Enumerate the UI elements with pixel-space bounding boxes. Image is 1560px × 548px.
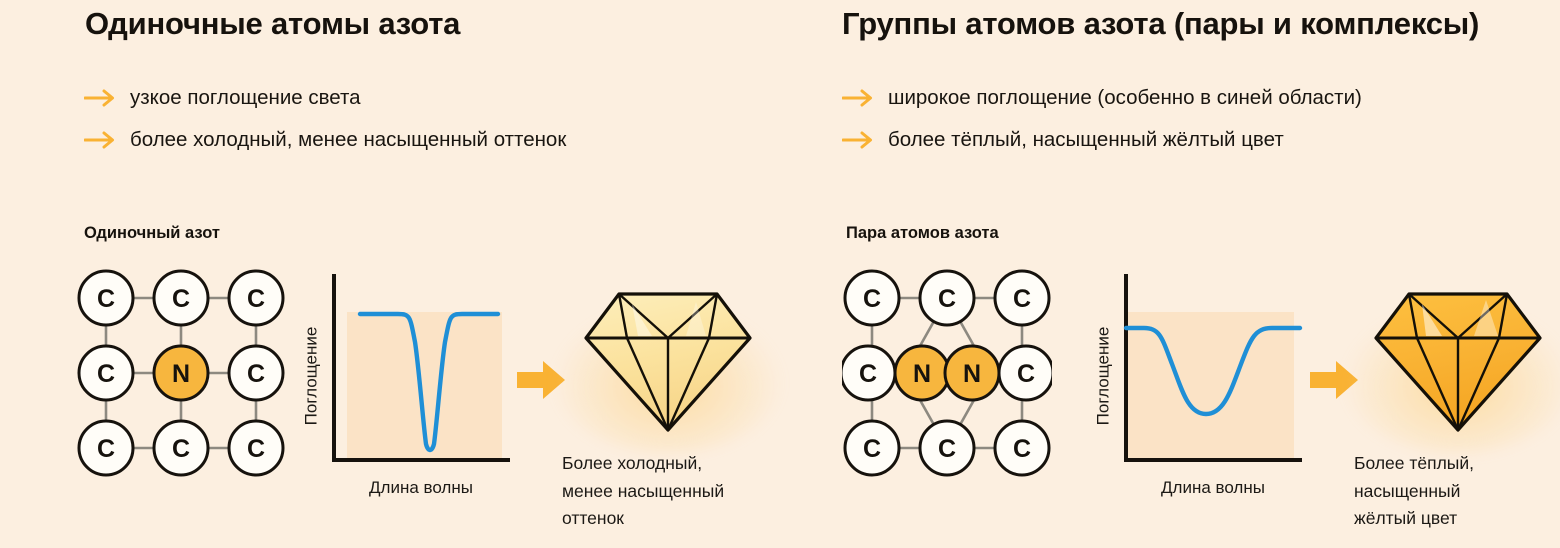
arrow-right-icon (842, 131, 872, 149)
chart-y-axis-label: Поглощение (1093, 326, 1112, 426)
list-item-label: более холодный, менее насыщенный оттенок (130, 127, 567, 151)
lattice-atom-carbon: C (993, 419, 1051, 477)
absorption-curve (1123, 325, 1303, 417)
lattice-atom-carbon: C (77, 344, 135, 402)
caption-line: менее насыщенный (562, 480, 725, 501)
diamond-icon (584, 292, 752, 432)
lattice-atom-carbon: C (77, 269, 135, 327)
svg-text:C: C (938, 435, 956, 463)
list-item: более тёплый, насыщенный жёлтый цвет (842, 122, 1362, 158)
svg-text:C: C (863, 285, 881, 313)
caption-line: Более тёплый, (1354, 453, 1475, 473)
caption-line: насыщенный (1354, 480, 1461, 501)
svg-text:N: N (172, 360, 190, 388)
svg-text:C: C (97, 285, 115, 313)
diamond-caption: Более холодный, менее насыщенный оттенок (562, 450, 724, 533)
lattice-atom-nitrogen: N (152, 344, 210, 402)
lattice-atom-carbon: C (843, 419, 901, 477)
list-item: узкое поглощение света (84, 80, 566, 116)
crystal-lattice-nitrogen-pair: C C C C N (839, 268, 1055, 478)
absorption-chart-narrow: Поглощение Длина волны (300, 272, 515, 522)
lattice-atom-carbon: C (839, 344, 897, 402)
svg-text:C: C (97, 435, 115, 463)
bullet-list: широкое поглощение (особенно в синей обл… (842, 80, 1362, 164)
svg-text:N: N (963, 360, 981, 388)
lattice-atom-carbon: C (227, 419, 285, 477)
column-title: Группы атомов азота (пары и комплексы) (842, 6, 1480, 41)
panel-subtitle: Одиночный азот (84, 224, 220, 242)
svg-text:C: C (938, 285, 956, 313)
svg-text:C: C (97, 360, 115, 388)
diamond-icon (1374, 292, 1542, 432)
lattice-atom-nitrogen: N (943, 344, 1001, 402)
lattice-atom-carbon: C (152, 419, 210, 477)
svg-text:C: C (247, 285, 265, 313)
svg-text:C: C (1013, 435, 1031, 463)
chart-x-axis-label: Длина волны (369, 478, 473, 497)
caption-line: оттенок (562, 508, 624, 529)
bullet-list: узкое поглощение света более холодный, м… (84, 80, 566, 164)
column-title: Одиночные атомы азота (85, 6, 461, 41)
lattice-atom-carbon: C (843, 269, 901, 327)
chart-y-axis-label: Поглощение (301, 326, 320, 426)
diamond-caption: Более тёплый, насыщенный жёлтый цвет (1354, 450, 1474, 533)
lattice-atom-carbon: C (152, 269, 210, 327)
lattice-atom-carbon: C (993, 269, 1051, 327)
lattice-atom-carbon: C (227, 269, 285, 327)
arrow-right-icon (84, 131, 114, 149)
svg-text:C: C (1013, 285, 1031, 313)
crystal-lattice-single-nitrogen: C C C C N (76, 268, 286, 478)
diamond-saturated (1344, 286, 1560, 454)
column-nitrogen-groups: Группы атомов азота (пары и комплексы) ш… (780, 0, 1560, 548)
panel-subtitle: Пара атомов азота (846, 224, 999, 242)
list-item-label: узкое поглощение света (130, 85, 361, 109)
svg-text:C: C (172, 435, 190, 463)
chart-plot-area (1123, 274, 1303, 462)
caption-line: Более холодный, (562, 453, 703, 473)
chart-plot-area (332, 274, 510, 462)
list-item-label: широкое поглощение (особенно в синей обл… (888, 85, 1362, 109)
absorption-chart-broad: Поглощение Длина волны (1092, 272, 1307, 522)
chart-x-axis-label: Длина волны (1161, 478, 1265, 497)
arrow-right-icon (84, 89, 114, 107)
svg-text:C: C (1017, 360, 1035, 388)
list-item: широкое поглощение (особенно в синей обл… (842, 80, 1362, 116)
arrow-right-block-icon (517, 361, 565, 399)
lattice-atom-carbon: C (997, 344, 1055, 402)
list-item: более холодный, менее насыщенный оттенок (84, 122, 566, 158)
absorption-curve (357, 311, 501, 453)
flow-arrow (515, 358, 567, 402)
list-item-label: более тёплый, насыщенный жёлтый цвет (888, 127, 1284, 151)
lattice-atom-carbon: C (227, 344, 285, 402)
lattice-atom-carbon: C (918, 419, 976, 477)
arrow-right-icon (842, 89, 872, 107)
svg-text:C: C (247, 360, 265, 388)
caption-line: жёлтый цвет (1354, 508, 1458, 529)
lattice-atom-carbon: C (77, 419, 135, 477)
svg-text:C: C (859, 360, 877, 388)
lattice-atom-nitrogen: N (893, 344, 951, 402)
svg-text:C: C (863, 435, 881, 463)
svg-text:C: C (247, 435, 265, 463)
lattice-atom-carbon: C (918, 269, 976, 327)
svg-text:C: C (172, 285, 190, 313)
svg-text:N: N (913, 360, 931, 388)
column-single-nitrogen: Одиночные атомы азота узкое поглощение с… (76, 6, 782, 533)
diamond-pale (554, 286, 782, 454)
